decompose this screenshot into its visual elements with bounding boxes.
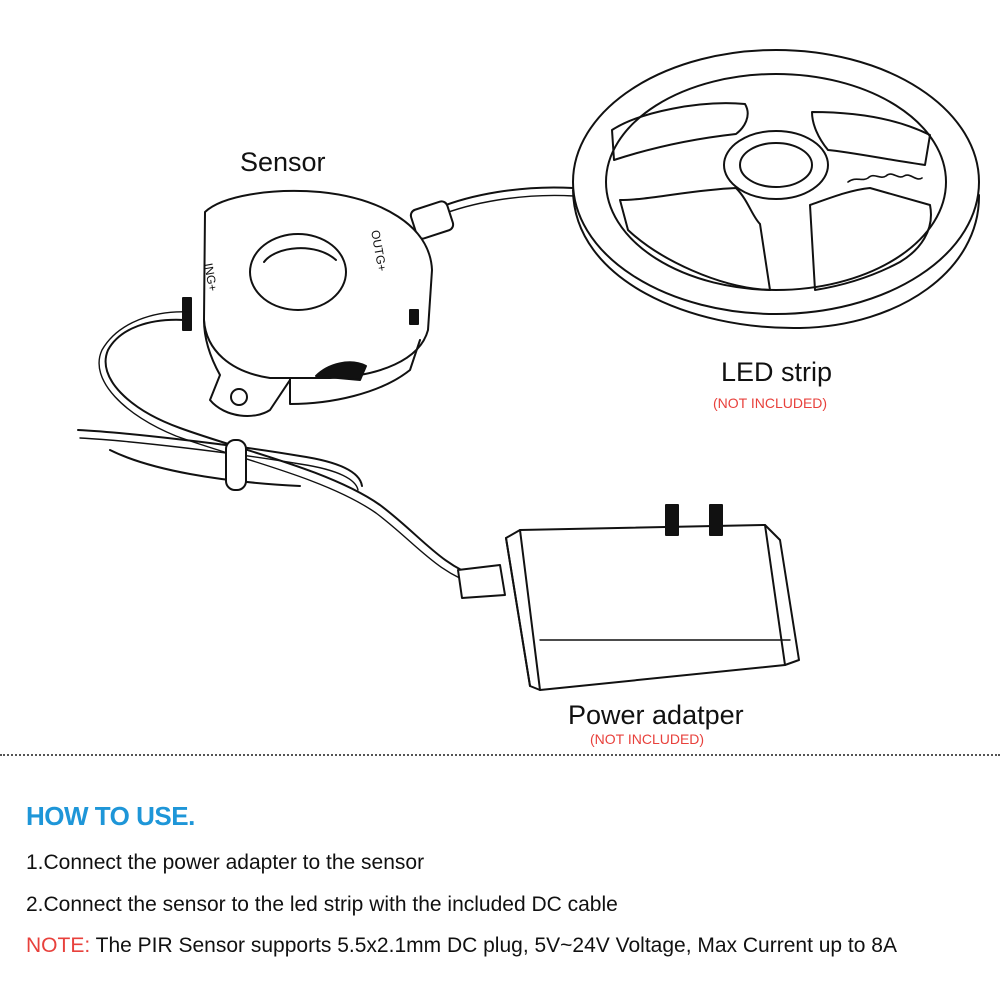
led-strip-label: LED strip [721,357,833,387]
step-2: 2.Connect the sensor to the led strip wi… [26,893,618,916]
how-to-use-title: HOW TO USE. [26,801,195,831]
sensor-label: Sensor [240,147,326,177]
power-adapter [505,504,800,691]
pir-sensor [182,189,433,417]
section-divider [0,754,1000,756]
power-adapter-note: (NOT INCLUDED) [590,731,705,747]
led-strip-reel [572,49,981,330]
step-1: 1.Connect the power adapter to the senso… [26,851,425,874]
note-line: NOTE: The PIR Sensor supports 5.5x2.1mm … [26,934,897,958]
power-adapter-label: Power adatper [568,700,744,730]
dc-plug [409,200,455,240]
dc-cable-to-strip [437,186,574,209]
led-strip-note: (NOT INCLUDED) [713,395,828,411]
note-text: The PIR Sensor supports 5.5x2.1mm DC plu… [90,934,897,957]
wiring-diagram [77,49,981,691]
note-label: NOTE: [26,934,91,957]
dc-cable-to-adapter [104,318,481,579]
